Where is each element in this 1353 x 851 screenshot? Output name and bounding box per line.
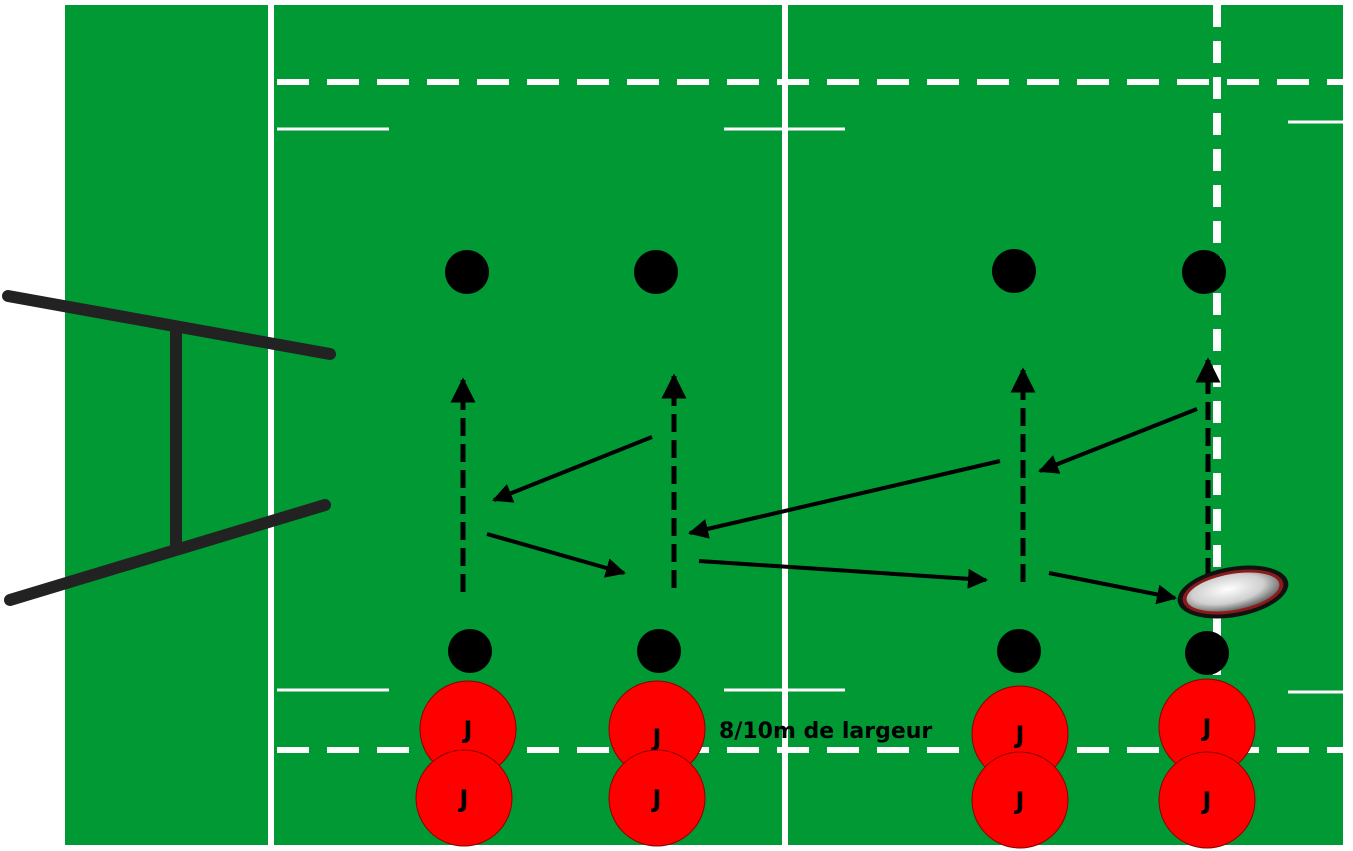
cone-marker-icon: [445, 250, 489, 294]
player-label: J: [458, 785, 469, 813]
width-caption: 8/10m de largeur: [719, 719, 932, 744]
cone-marker-icon: [1185, 631, 1229, 675]
player-icon: J: [609, 750, 705, 846]
cone-marker-icon: [448, 629, 492, 673]
player-icon: J: [972, 752, 1068, 848]
player-label: J: [1201, 787, 1212, 815]
player-label: J: [462, 716, 473, 744]
player-icon: J: [1159, 752, 1255, 848]
cone-marker-icon: [997, 629, 1041, 673]
cone-marker-icon: [637, 629, 681, 673]
player-label: J: [1014, 787, 1025, 815]
cone-marker-icon: [1182, 250, 1226, 294]
player-label: J: [651, 785, 662, 813]
player-label: J: [1014, 721, 1025, 749]
player-label: J: [1201, 714, 1212, 742]
player-icon: J: [416, 750, 512, 846]
cone-marker-icon: [992, 249, 1036, 293]
cone-marker-icon: [634, 250, 678, 294]
player-label: J: [651, 724, 662, 752]
